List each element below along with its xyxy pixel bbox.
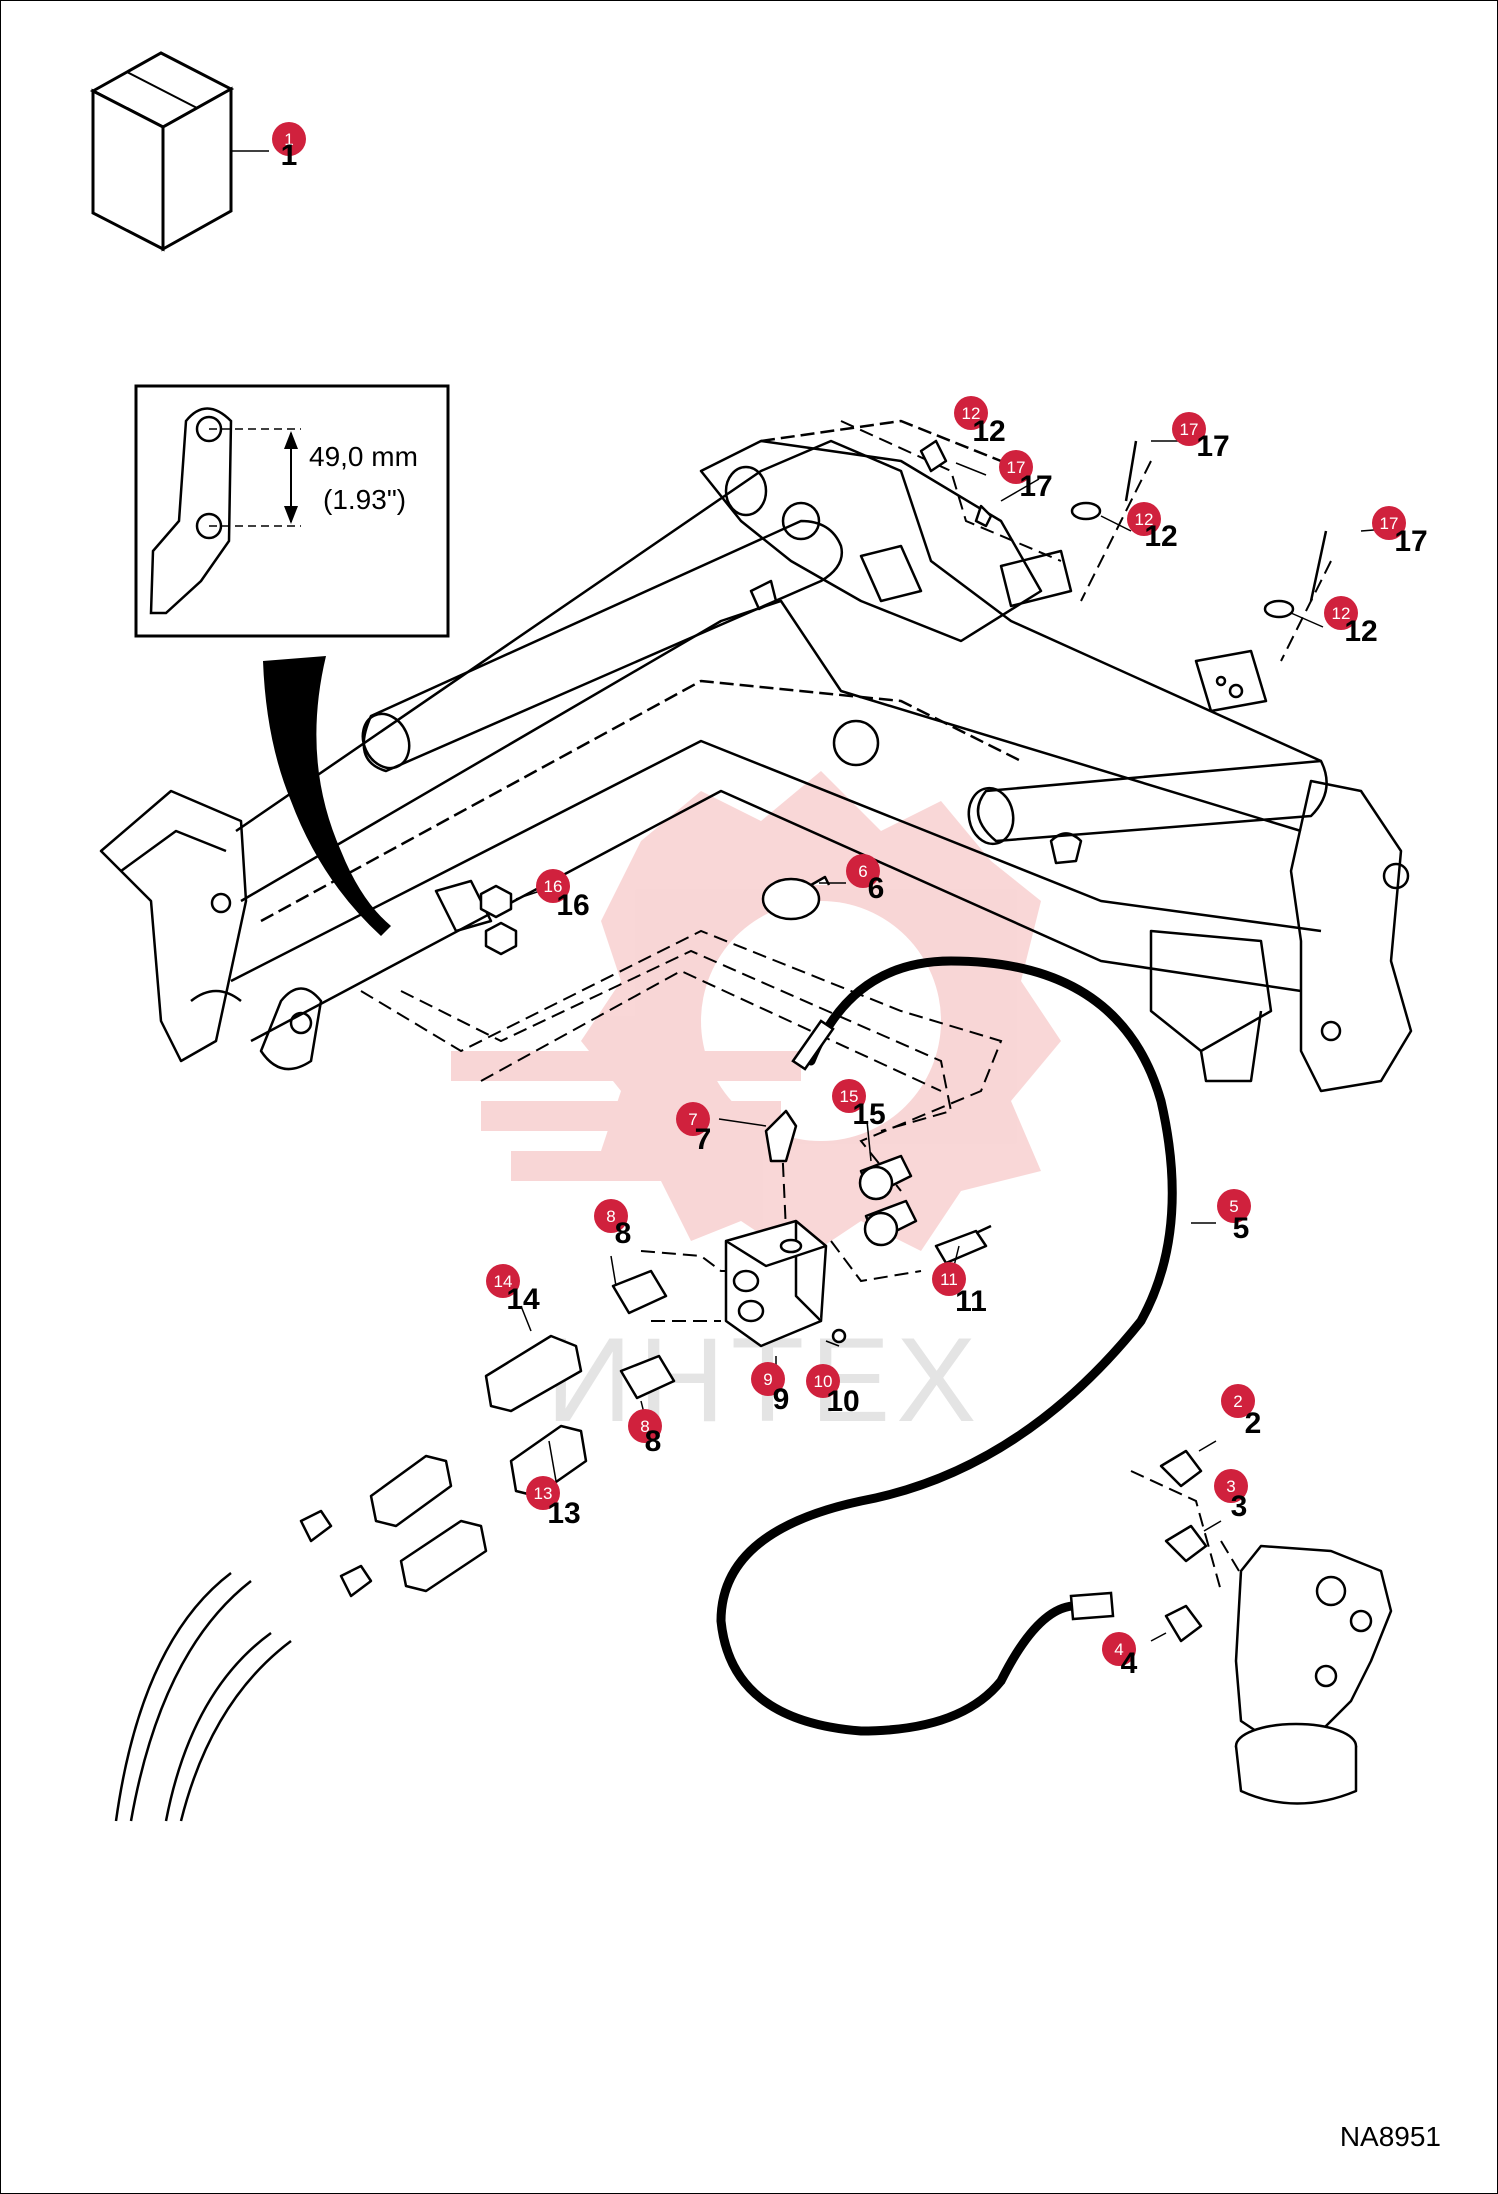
- svg-text:12: 12: [1332, 604, 1351, 623]
- svg-text:17: 17: [1394, 525, 1427, 558]
- svg-text:10: 10: [814, 1372, 833, 1391]
- hydraulic-hose: [716, 956, 1177, 1736]
- svg-text:17: 17: [1019, 470, 1052, 503]
- callout-6[interactable]: 66: [846, 854, 884, 905]
- svg-text:16: 16: [556, 889, 589, 922]
- svg-text:10: 10: [826, 1385, 859, 1418]
- watermark-logo: [451, 771, 1061, 1261]
- kit-box-icon: [89, 51, 235, 252]
- svg-text:9: 9: [773, 1383, 790, 1416]
- dashed-guide-lines: [360, 420, 1332, 1592]
- svg-text:11: 11: [940, 1270, 958, 1289]
- svg-text:2: 2: [1233, 1392, 1242, 1411]
- svg-text:8: 8: [615, 1217, 632, 1250]
- callout-7[interactable]: 77: [676, 1102, 711, 1156]
- svg-text:15: 15: [852, 1098, 885, 1131]
- svg-text:15: 15: [840, 1087, 859, 1106]
- svg-text:14: 14: [506, 1283, 540, 1316]
- callout-8a[interactable]: 88: [594, 1199, 631, 1250]
- callout-5[interactable]: 55: [1217, 1189, 1251, 1245]
- detail-inset: [134, 384, 450, 638]
- hose-end-fitting-top: [791, 1019, 835, 1071]
- lift-arm-assembly: [99, 419, 1413, 1093]
- svg-text:8: 8: [640, 1417, 649, 1436]
- detail-pointer: [263, 656, 391, 936]
- svg-text:7: 7: [688, 1110, 697, 1129]
- svg-text:12: 12: [1135, 510, 1154, 529]
- svg-text:8: 8: [606, 1207, 615, 1226]
- svg-text:1: 1: [281, 139, 298, 172]
- callout-2[interactable]: 22: [1221, 1384, 1261, 1440]
- dimension-in-label: (1.93"): [323, 484, 406, 515]
- svg-text:17: 17: [1180, 420, 1199, 439]
- callout-1[interactable]: 11: [272, 122, 306, 172]
- parts-linework: [114, 439, 1393, 1822]
- svg-text:12: 12: [972, 415, 1005, 448]
- svg-text:6: 6: [868, 872, 885, 905]
- svg-text:4: 4: [1121, 1647, 1138, 1680]
- svg-text:8: 8: [645, 1425, 662, 1458]
- callout-3[interactable]: 33: [1214, 1469, 1248, 1523]
- svg-text:5: 5: [1229, 1197, 1238, 1216]
- svg-text:13: 13: [547, 1497, 580, 1530]
- svg-text:17: 17: [1380, 514, 1399, 533]
- svg-text:12: 12: [1144, 520, 1177, 553]
- svg-text:3: 3: [1231, 1490, 1248, 1523]
- diagram-id-label: NA8951: [1340, 2121, 1441, 2152]
- svg-text:11: 11: [955, 1285, 987, 1318]
- svg-text:5: 5: [1233, 1212, 1250, 1245]
- svg-text:1: 1: [284, 130, 293, 149]
- svg-text:4: 4: [1114, 1640, 1123, 1659]
- svg-text:17: 17: [1196, 430, 1229, 463]
- svg-text:2: 2: [1245, 1407, 1262, 1440]
- svg-text:17: 17: [1007, 458, 1026, 477]
- callout-9[interactable]: 99: [751, 1362, 789, 1416]
- svg-text:16: 16: [544, 877, 563, 896]
- svg-text:3: 3: [1226, 1477, 1235, 1496]
- callout-8b[interactable]: 88: [628, 1409, 662, 1458]
- svg-text:12: 12: [962, 404, 981, 423]
- dimension-mm-label: 49,0 mm: [309, 441, 418, 472]
- svg-text:6: 6: [858, 862, 867, 881]
- svg-text:14: 14: [494, 1272, 513, 1291]
- svg-text:13: 13: [534, 1484, 553, 1503]
- hose-end-fitting-bottom: [1069, 1591, 1115, 1621]
- svg-text:7: 7: [695, 1123, 712, 1156]
- svg-text:9: 9: [763, 1370, 772, 1389]
- svg-text:12: 12: [1344, 615, 1377, 648]
- callout-4[interactable]: 44: [1102, 1632, 1138, 1680]
